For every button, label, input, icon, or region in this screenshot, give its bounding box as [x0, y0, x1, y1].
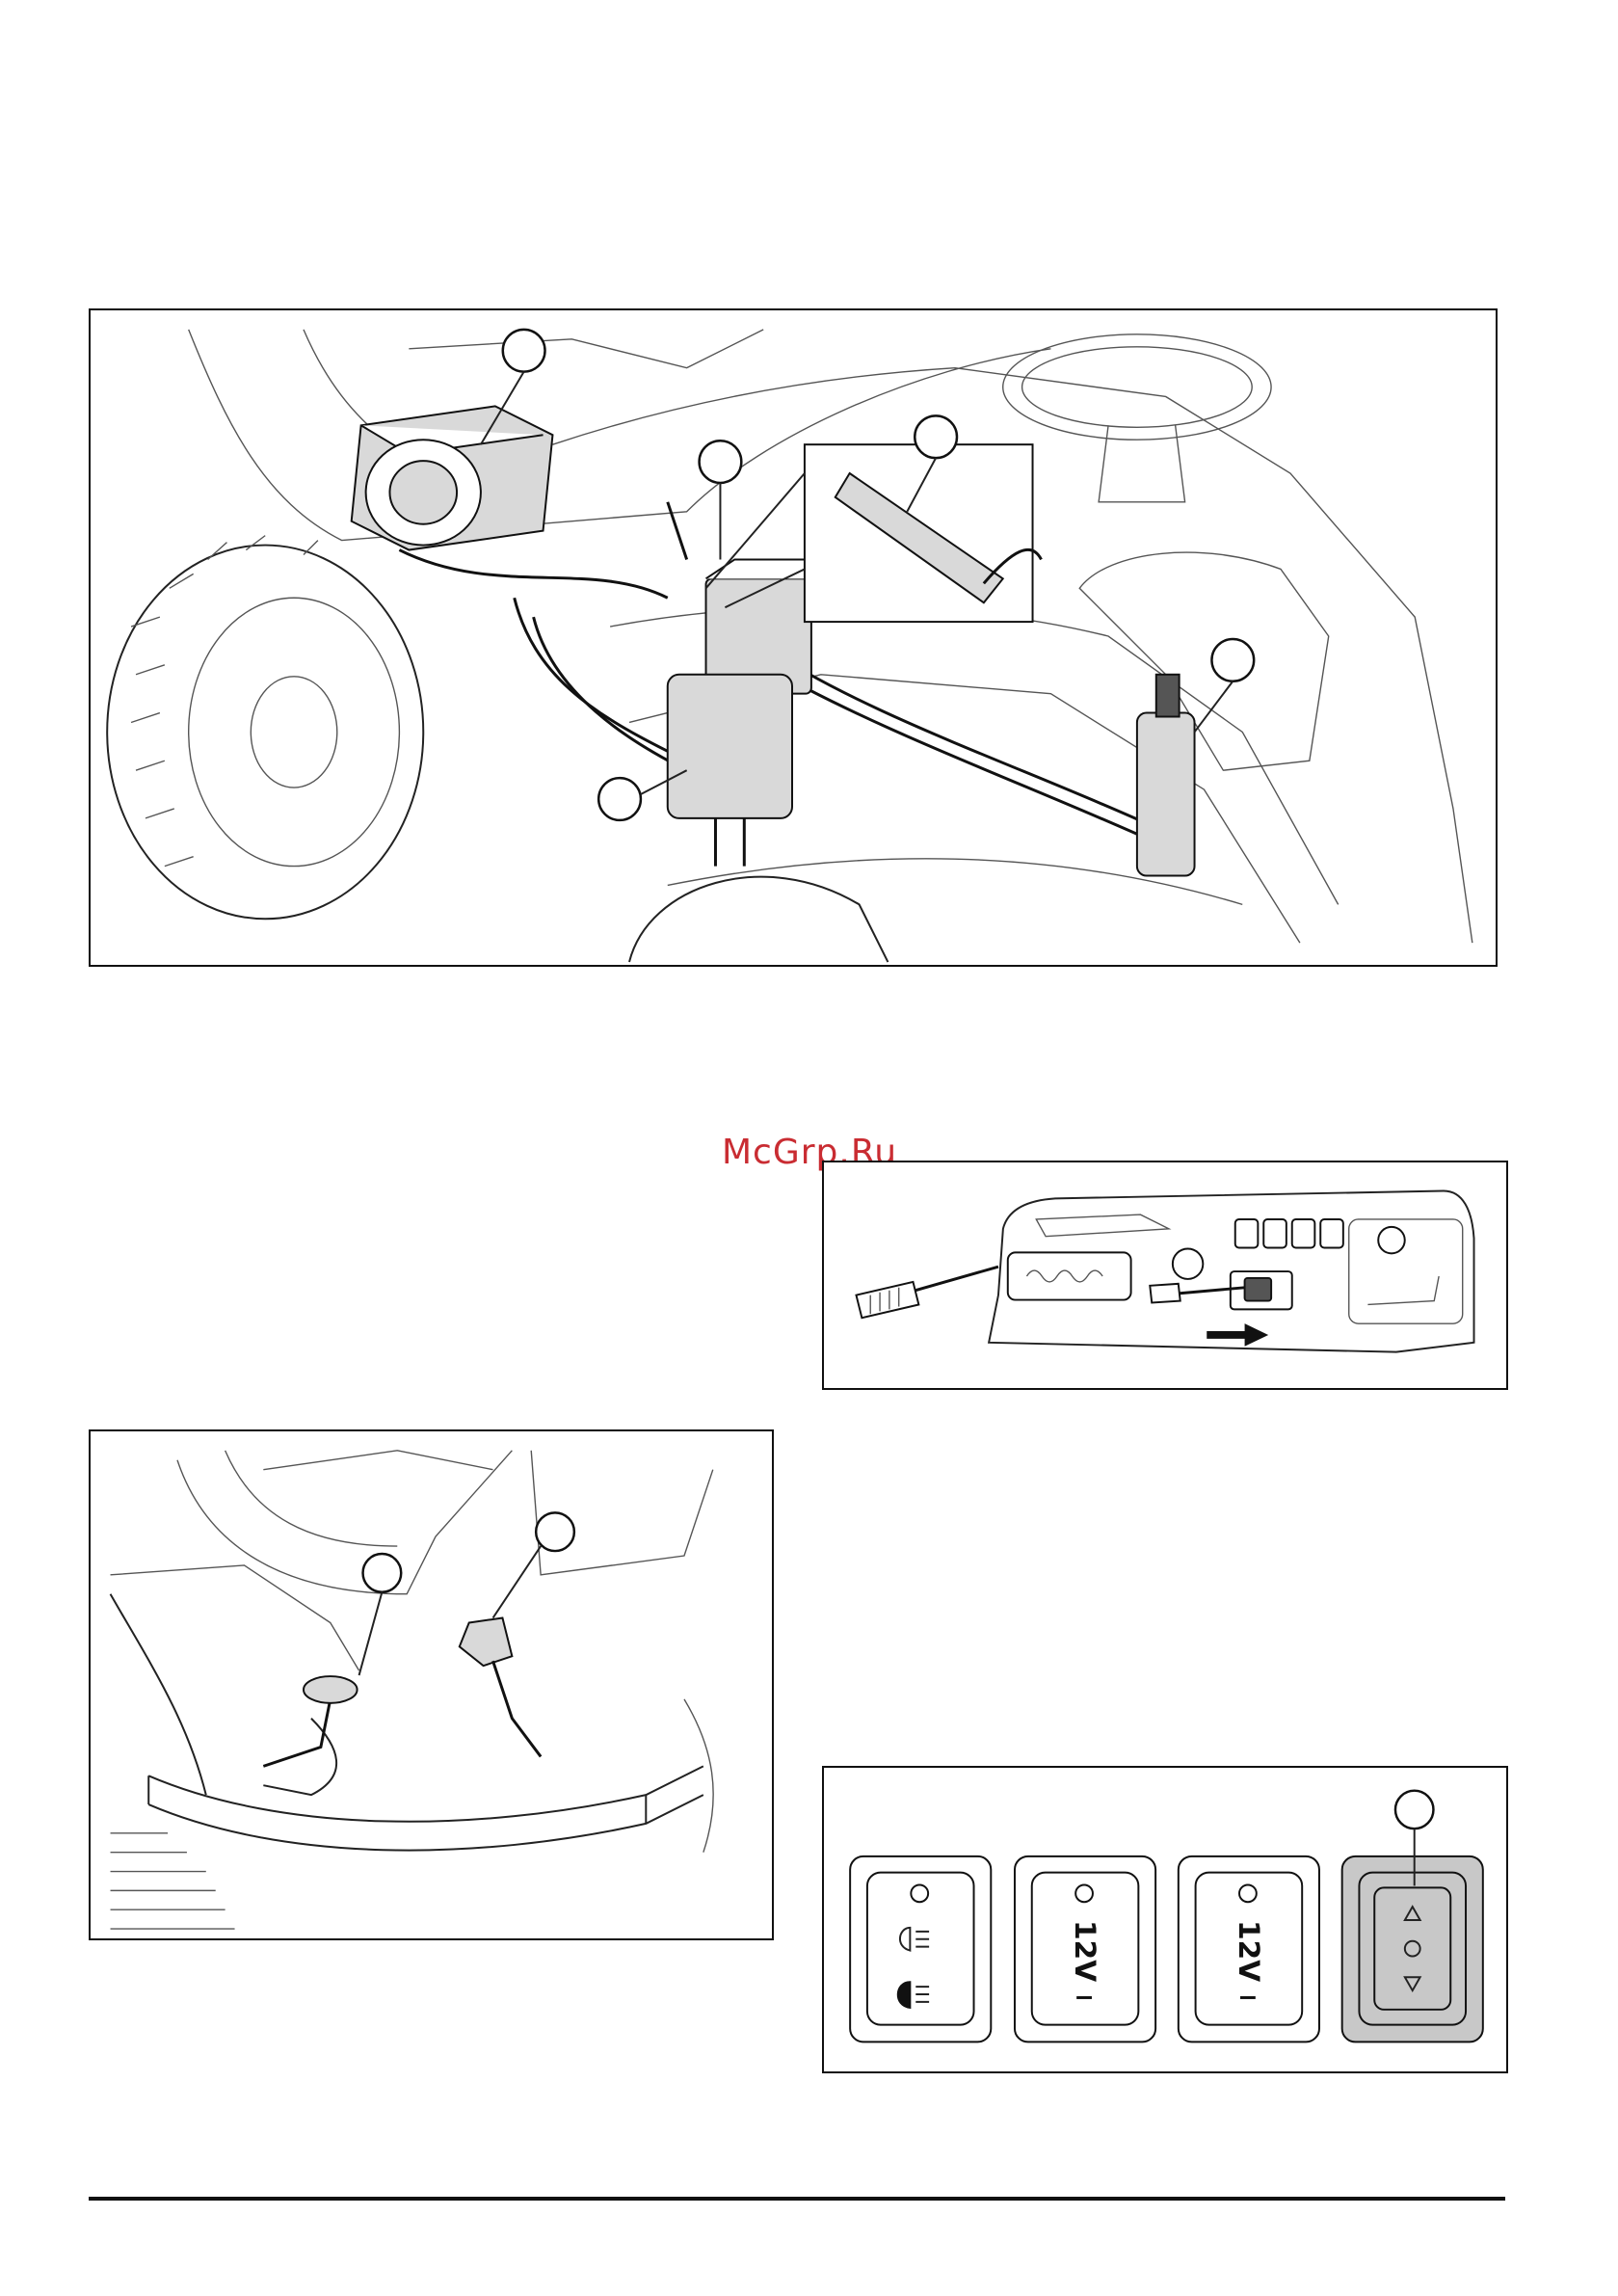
figure-switch-panel: 12V 12V [822, 1766, 1508, 2073]
callout-lift-switch [1395, 1791, 1433, 1829]
front-frame-illustration [91, 1431, 772, 1938]
hydraulic-system-illustration [91, 310, 1496, 965]
light-switch[interactable] [850, 1856, 991, 2042]
socket-12v-2[interactable]: 12V [1179, 1856, 1319, 2042]
dashboard-lever-illustration [824, 1162, 1506, 1388]
footer-rule [89, 2197, 1505, 2201]
figure-hydraulic-system [89, 308, 1498, 967]
figure-dashboard-lever [822, 1161, 1508, 1390]
lift-switch[interactable] [1342, 1856, 1483, 2042]
switch-panel-illustration: 12V 12V [824, 1768, 1506, 2071]
figure-front-frame [89, 1429, 774, 1940]
socket-2-label: 12V [1233, 1920, 1265, 1982]
socket-12v-1[interactable]: 12V [1015, 1856, 1155, 2042]
socket-1-label: 12V [1069, 1920, 1101, 1982]
